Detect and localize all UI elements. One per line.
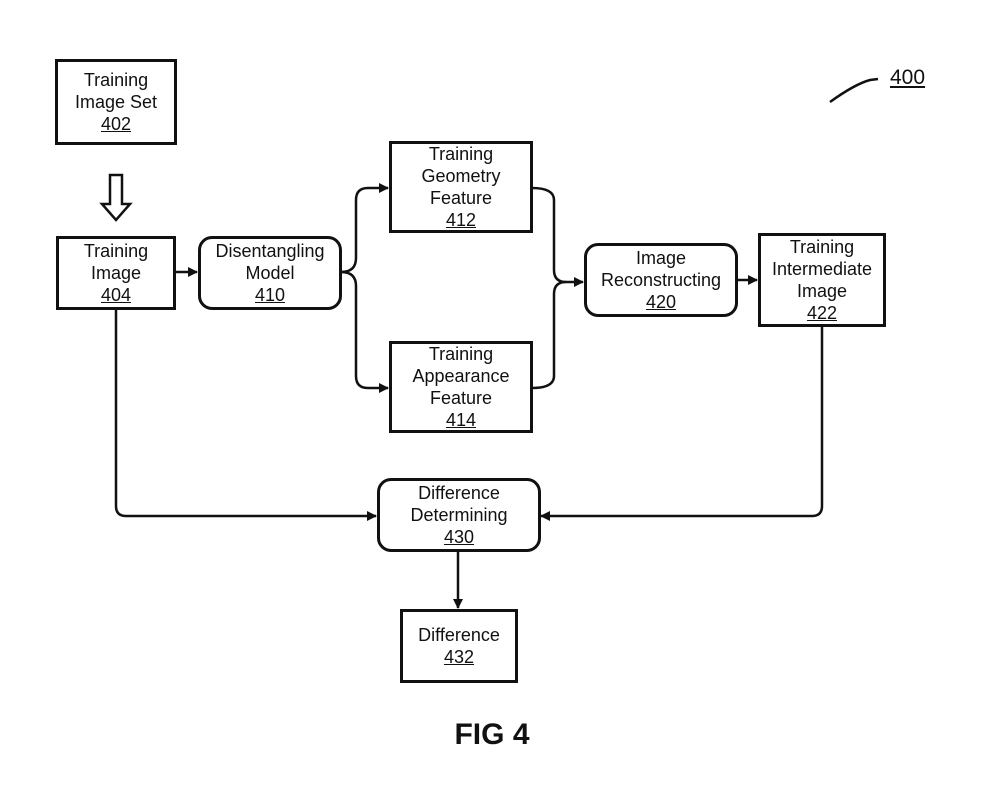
node-label-line: Intermediate <box>771 259 873 279</box>
edge-414-420 <box>531 280 567 390</box>
node-image-reconstructing: Image Reconstructing 420 <box>584 243 738 317</box>
node-disentangling-model: Disentangling Model 410 <box>198 236 342 310</box>
node-label-line: Model <box>245 263 295 283</box>
node-label-line: Training <box>83 241 149 261</box>
node-label-line: Training <box>83 70 149 90</box>
node-label-line: Training <box>789 237 855 257</box>
figure-caption: FIG 4 <box>454 718 530 751</box>
node-label-line: Feature <box>429 388 493 408</box>
edge-412-420 <box>531 186 584 287</box>
node-training-image: Training Image 404 <box>56 236 176 310</box>
node-ref-number: 402 <box>100 114 132 134</box>
node-training-image-set: Training Image Set 402 <box>55 59 177 145</box>
node-label-line: Image <box>796 281 848 301</box>
edge-410-412 <box>340 183 389 274</box>
edge-404-430 <box>114 310 377 521</box>
node-difference: Difference 432 <box>400 609 518 683</box>
node-label-line: Feature <box>429 188 493 208</box>
node-ref-number: 404 <box>100 285 132 305</box>
node-ref-number: 410 <box>254 285 286 305</box>
node-training-appearance-feature: Training Appearance Feature 414 <box>389 341 533 433</box>
node-ref-number: 412 <box>445 210 477 230</box>
node-ref-number: 432 <box>443 647 475 667</box>
node-label-line: Reconstructing <box>600 270 722 290</box>
node-label-line: Disentangling <box>215 241 325 261</box>
node-training-intermediate-image: Training Intermediate Image 422 <box>758 233 886 327</box>
node-label-line: Image <box>90 263 142 283</box>
node-label-line: Appearance <box>412 366 510 386</box>
hollow-down-arrow <box>99 173 133 222</box>
node-label-line: Difference <box>418 483 500 503</box>
node-label-line: Difference <box>418 625 500 645</box>
node-label-line: Image Set <box>74 92 158 112</box>
reference-leader-line <box>829 77 879 104</box>
node-ref-number: 414 <box>445 410 477 430</box>
figure-reference-number: 400 <box>890 66 926 89</box>
node-training-geometry-feature: Training Geometry Feature 412 <box>389 141 533 233</box>
node-ref-number: 420 <box>645 292 677 312</box>
edge-410-414 <box>340 270 389 393</box>
node-difference-determining: Difference Determining 430 <box>377 478 541 552</box>
node-label-line: Geometry <box>421 166 501 186</box>
node-ref-number: 430 <box>443 527 475 547</box>
node-label-line: Determining <box>410 505 508 525</box>
node-ref-number: 422 <box>806 303 838 323</box>
node-label-line: Training <box>428 344 494 364</box>
node-label-line: Training <box>428 144 494 164</box>
node-label-line: Image <box>635 248 687 268</box>
edge-422-430 <box>540 326 824 521</box>
